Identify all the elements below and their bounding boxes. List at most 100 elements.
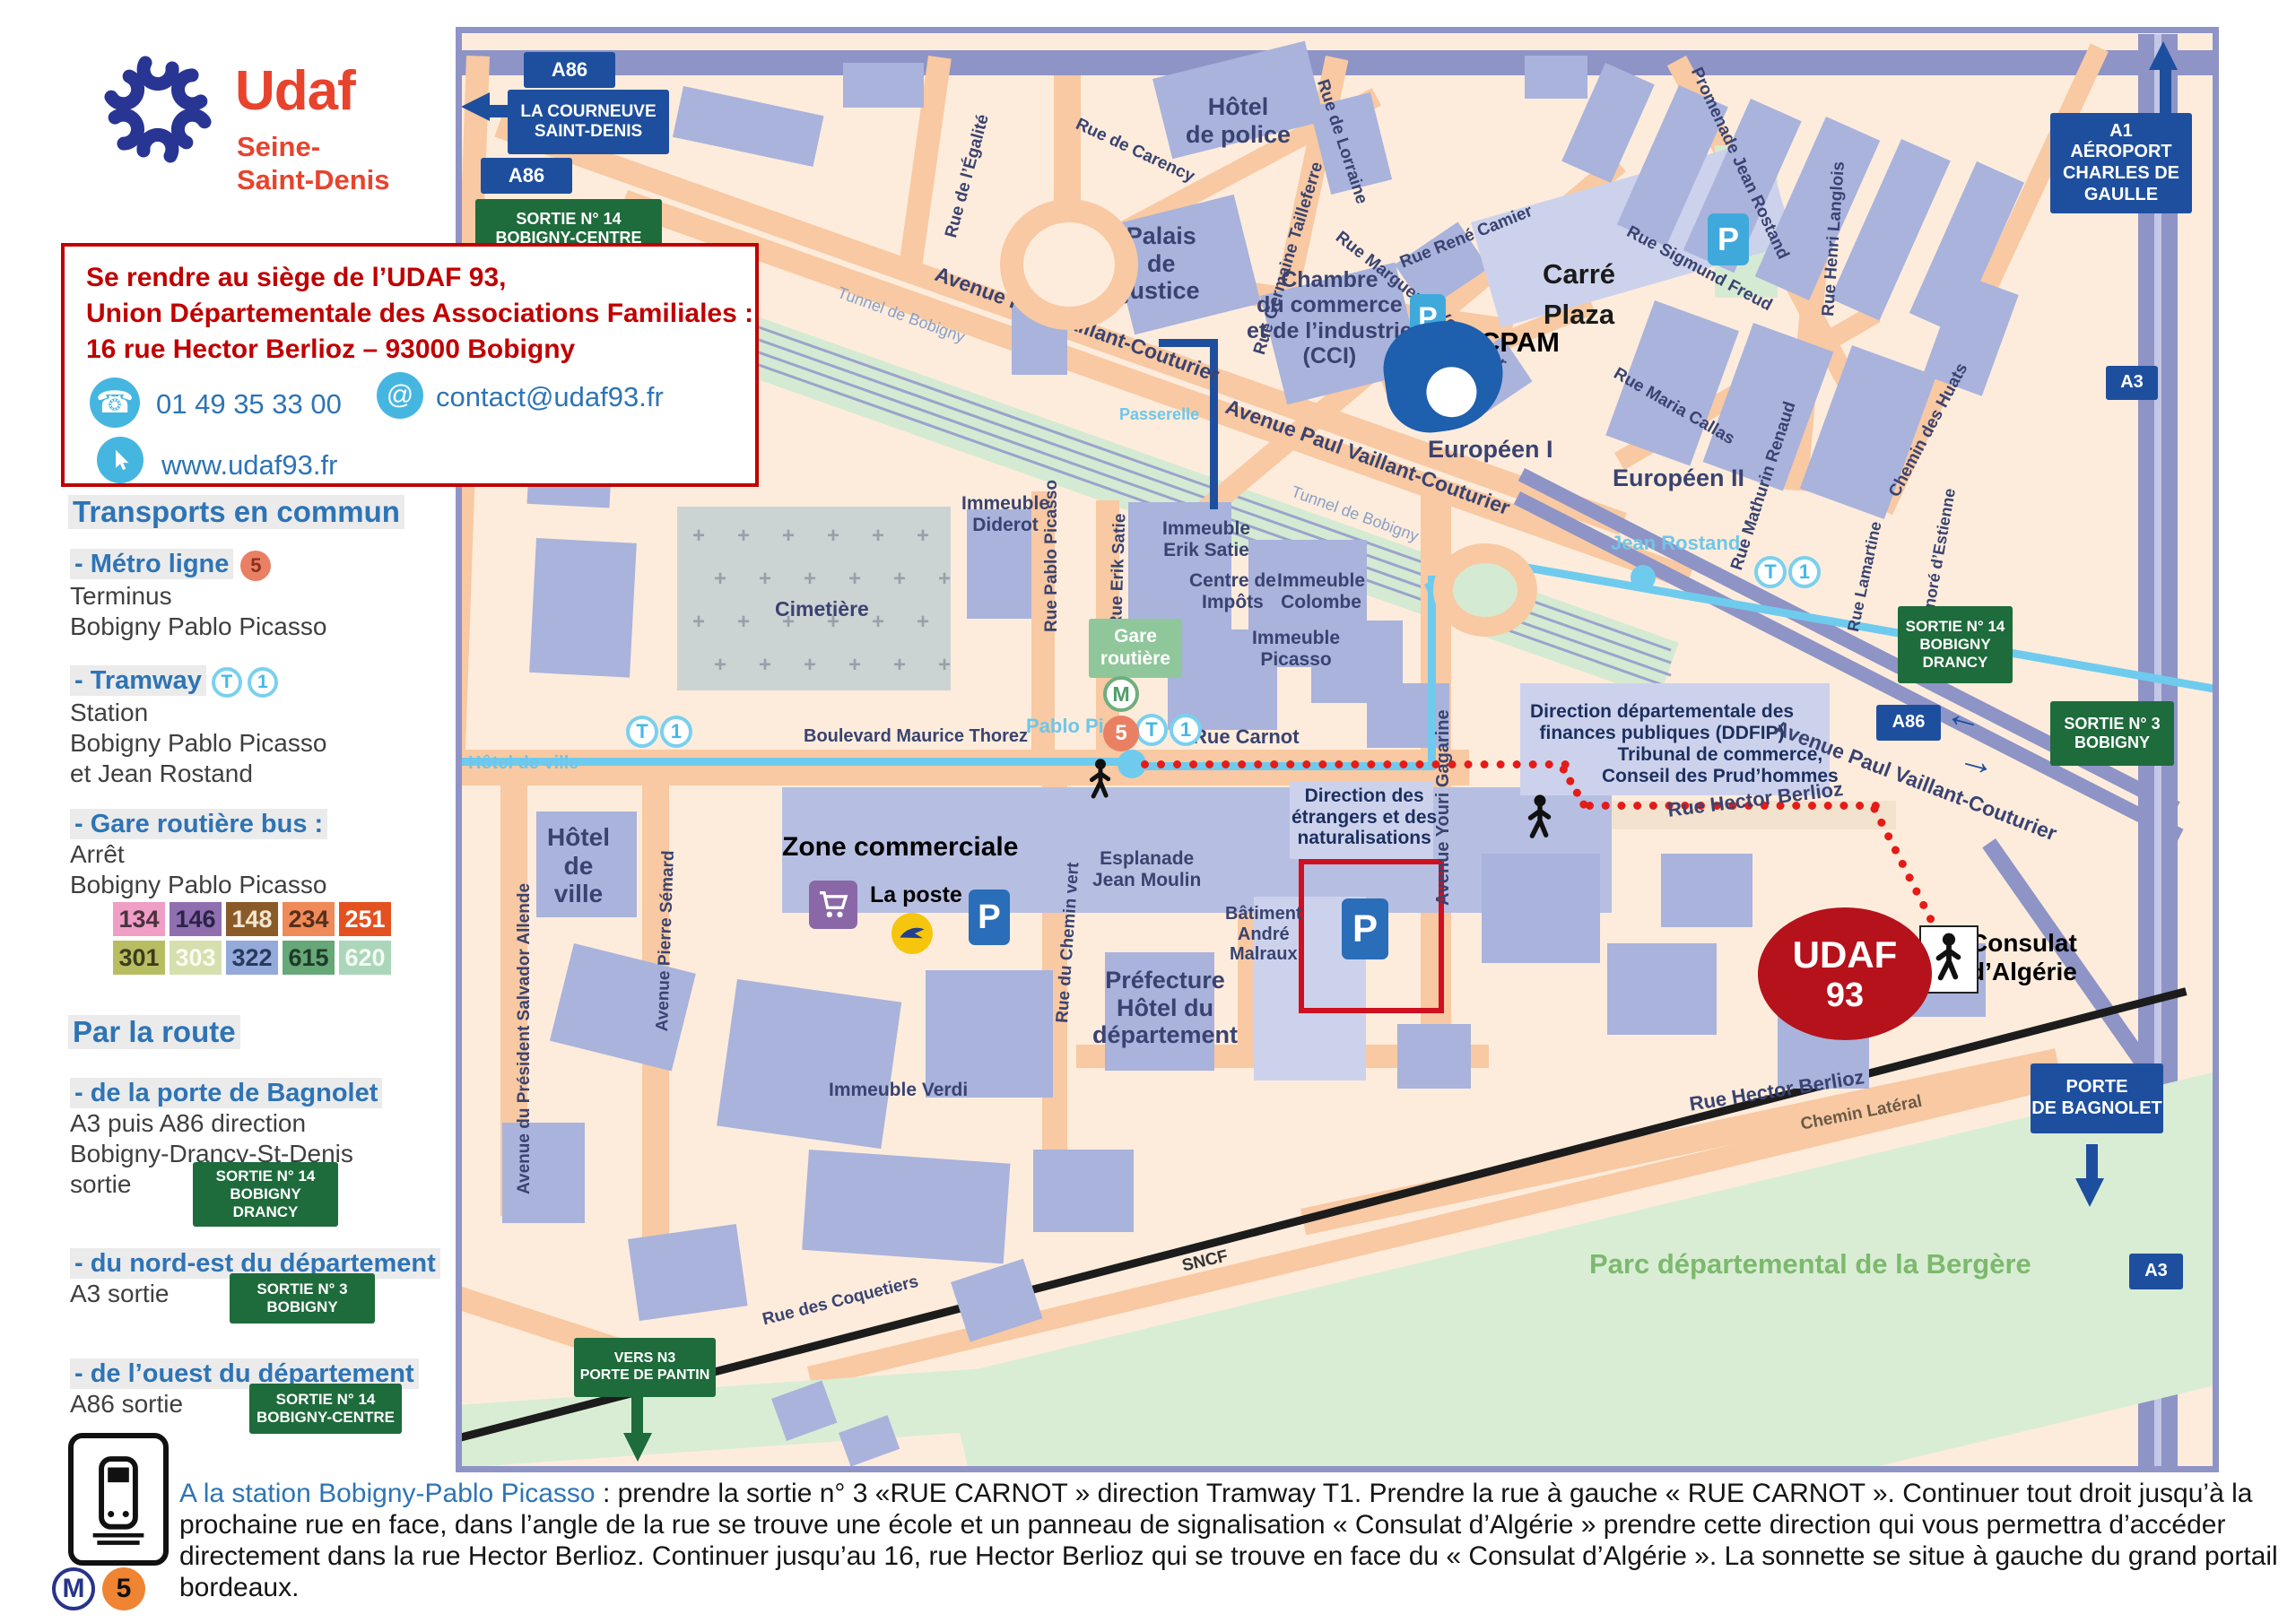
bus-line-301: 301	[113, 941, 165, 975]
pedestrian-icon	[1082, 757, 1119, 806]
cemetery-cross: +	[938, 567, 952, 591]
building	[1033, 1150, 1134, 1232]
passerelle-walkway	[1159, 339, 1218, 347]
route-item-line: A3 puis A86 direction	[70, 1109, 307, 1137]
cemetery-cross: +	[827, 610, 840, 634]
tram-t1-glyph: 1	[1788, 556, 1821, 588]
tram-1-icon: 1	[247, 666, 278, 698]
metro-terminus: Terminus	[70, 581, 172, 610]
tram-line-2: Bobigny Pablo Picasso	[70, 728, 327, 757]
building	[1105, 952, 1214, 1071]
cemetery-cross: +	[917, 524, 930, 548]
cemetery-cross: +	[714, 567, 727, 591]
hotel-de-ville: Hôtel de ville	[547, 823, 610, 908]
cci: Chambre du commerce et de l’industrie (C…	[1247, 267, 1413, 369]
cemetery-cross: +	[692, 524, 706, 548]
bus-line-322: 322	[226, 941, 278, 975]
tram-t1-glyph: T	[1135, 714, 1168, 746]
cemetery-cross: +	[848, 567, 862, 591]
gare-routiere-sign: Gare routière	[1089, 619, 1182, 678]
building	[536, 812, 637, 917]
cemetery-cross: +	[893, 653, 907, 677]
logo-region: Seine- Saint-Denis	[237, 131, 390, 195]
arrow-stem	[2086, 1144, 2098, 1182]
bus-line-148: 148	[226, 902, 278, 936]
tribunal: Tribunal de commerce, Conseil des Prud’h…	[1602, 744, 1839, 786]
a3-badge: A3	[2106, 366, 2158, 400]
rue-lamartine: Rue Lamartine	[1844, 519, 1885, 634]
direction-etrangers: Direction des étrangers et des naturalis…	[1292, 785, 1438, 849]
building	[1168, 629, 1277, 730]
immeuble-colombe: Immeuble Colombe	[1277, 570, 1366, 612]
tram-label: - Tramway	[70, 665, 206, 696]
cemetery-cross: +	[917, 610, 930, 634]
cemetery-cross: +	[759, 567, 772, 591]
rue-carnot: Rue Carnot	[1193, 725, 1300, 748]
tram-t-icon: T	[211, 666, 242, 698]
centre-impots: Centre de Impôts	[1189, 570, 1276, 612]
email-icon: @	[377, 372, 423, 419]
route-item-line: A3 sortie	[70, 1280, 170, 1307]
udaf-star-icon	[104, 56, 212, 163]
contact-email[interactable]: contact@udaf93.fr	[436, 381, 664, 412]
contact-website[interactable]: www.udaf93.fr	[161, 449, 338, 481]
building	[1661, 854, 1752, 927]
av-youri-gagarine: Avenue Youri Gagarine	[1433, 709, 1453, 906]
arrow-down-icon	[623, 1433, 652, 1462]
tram-t1-glyph: 1	[1170, 714, 1202, 746]
la-courneuve-sign: LA COURNEUVE SAINT-DENIS	[508, 90, 669, 154]
roundabout	[1433, 543, 1537, 637]
bus-line-146: 146	[170, 902, 222, 936]
parking-icon: P	[969, 890, 1010, 945]
bus-line-234: 234	[283, 902, 335, 936]
rue-egalite: Rue de l’Égalité	[942, 112, 993, 240]
contact-box: Se rendre au siège de l’UDAF 93, Union D…	[61, 243, 759, 487]
cemetery-cross: +	[827, 524, 840, 548]
metro-line-5-icon: 5	[102, 1567, 145, 1610]
esplanade-jean-moulin: Esplanade Jean Moulin	[1092, 848, 1202, 890]
directions-body: : prendre la sortie n° 3 «RUE CARNOT » d…	[179, 1479, 2278, 1602]
sortie-14-drancy-sidebar-sign: SORTIE N° 14 BOBIGNY DRANCY	[193, 1162, 338, 1227]
metro-icon: M	[1103, 676, 1139, 712]
tram-line-1: Station	[70, 698, 149, 726]
porte-de-bagnolet-sign: PORTE DE BAGNOLET	[2031, 1063, 2163, 1133]
hotel-de-police: Hôtel de police	[1186, 93, 1292, 148]
bus-line-615: 615	[283, 941, 335, 975]
bus-line-1: Arrêt	[70, 840, 125, 868]
route-dots	[1586, 802, 1880, 810]
a86-badge: A86	[1876, 705, 1941, 741]
cemetery-cross: +	[804, 567, 817, 591]
bus-line-620: 620	[339, 941, 391, 975]
immeuble-verdi: Immeuble Verdi	[829, 1080, 969, 1100]
contact-title-1: Se rendre au siège de l’UDAF 93,	[86, 263, 507, 292]
cemetery-cross: +	[782, 610, 796, 634]
cemetery-area	[677, 507, 951, 690]
route-item-bagnolet: - de la porte de Bagnolet A3 puis A86 di…	[70, 1078, 383, 1200]
road-vertical-top	[1054, 75, 1081, 210]
passerelle: Passerelle	[1119, 405, 1200, 423]
contact-title-2: Union Départementale des Associations Fa…	[86, 299, 754, 328]
batiment-malraux: Bâtiment André Malraux	[1225, 904, 1302, 965]
tram-t1-glyph: T	[626, 716, 658, 748]
a86-badge: A86	[524, 52, 615, 88]
metro-line-5-icon: 5	[240, 550, 272, 581]
cemetery-cross: +	[714, 653, 727, 677]
a1-aeroport-sign: A1 AÉROPORT CHARLES DE GAULLE	[2050, 113, 2192, 213]
udaf-label: UDAF	[1792, 933, 1898, 976]
cemetery-cross: +	[893, 567, 907, 591]
tram-t1-glyph: 1	[660, 716, 692, 748]
consulat-algerie: Consulat d’Algérie	[1970, 929, 2077, 985]
sortie-3-sidebar-sign: SORTIE N° 3 BOBIGNY	[230, 1273, 375, 1324]
tram-line	[1428, 576, 1436, 769]
zone-commerciale: Zone commerciale	[782, 832, 1019, 862]
passerelle-walkway	[1210, 339, 1218, 509]
metro-icon: M	[52, 1567, 95, 1610]
directions-paragraph: A la station Bobigny-Pablo Picasso : pre…	[179, 1478, 2287, 1603]
